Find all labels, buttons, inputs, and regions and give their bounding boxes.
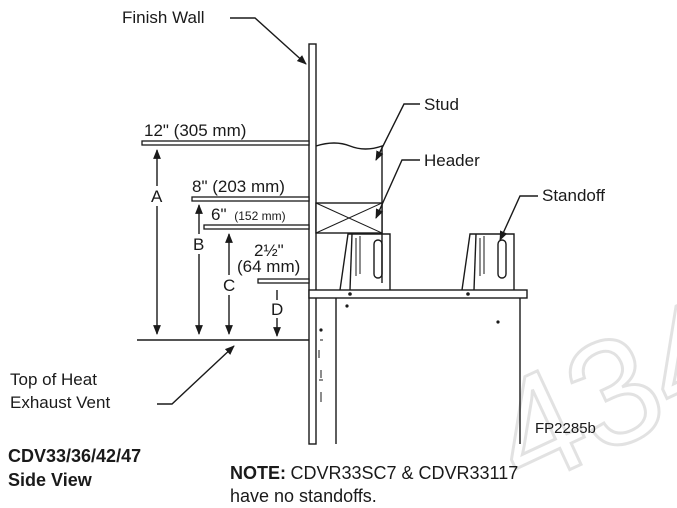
dim-letter-c: C <box>223 276 235 295</box>
standoff-label: Standoff <box>542 186 605 205</box>
finish-wall-label: Finish Wall <box>122 8 205 27</box>
stud-label: Stud <box>424 95 459 114</box>
clearance-shelves <box>141 140 310 284</box>
standoff-right <box>461 233 515 291</box>
callout-top-of-vent: Top of Heat Exhaust Vent <box>10 345 235 412</box>
standoff-left <box>339 233 391 291</box>
finish-wall <box>308 43 317 445</box>
callout-standoff: Standoff <box>499 186 605 241</box>
note-text-1: CDVR33SC7 & CDVR33117 <box>290 463 518 483</box>
note-label: NOTE: <box>230 463 286 483</box>
dim-label-12in: 12" (305 mm) <box>144 121 246 140</box>
fireplace-body <box>308 289 528 444</box>
dim-label-6in-mm: (152 mm) <box>234 209 285 223</box>
note-line-1: NOTE: CDVR33SC7 & CDVR33117 <box>230 463 518 483</box>
caption-view-line: Side View <box>8 470 93 490</box>
callout-stud: Stud <box>375 95 459 161</box>
stud-outline <box>315 142 383 283</box>
dim-letter-b: B <box>193 235 204 254</box>
top-vent-label-line2: Exhaust Vent <box>10 393 110 412</box>
figure-code: FP2285b <box>535 420 596 437</box>
caption-model-line: CDV33/36/42/47 <box>8 446 141 466</box>
dim-label-2half-in: 2½" <box>254 241 284 260</box>
callout-header: Header <box>375 151 480 219</box>
callout-finish-wall: Finish Wall <box>122 8 307 65</box>
dim-letter-d: D <box>271 300 283 319</box>
dim-label-6in: 6" (152 mm) <box>211 205 286 224</box>
dim-letter-a: A <box>151 187 163 206</box>
dim-label-6in-main: 6" <box>211 205 227 224</box>
header-label: Header <box>424 151 480 170</box>
dimension-arrows <box>150 149 281 337</box>
dim-label-64mm: (64 mm) <box>237 257 300 276</box>
top-vent-label-line1: Top of Heat <box>10 370 97 389</box>
dim-label-8in: 8" (203 mm) <box>192 177 285 196</box>
note-line-2: have no standoffs. <box>230 486 377 506</box>
header-block <box>315 202 383 234</box>
